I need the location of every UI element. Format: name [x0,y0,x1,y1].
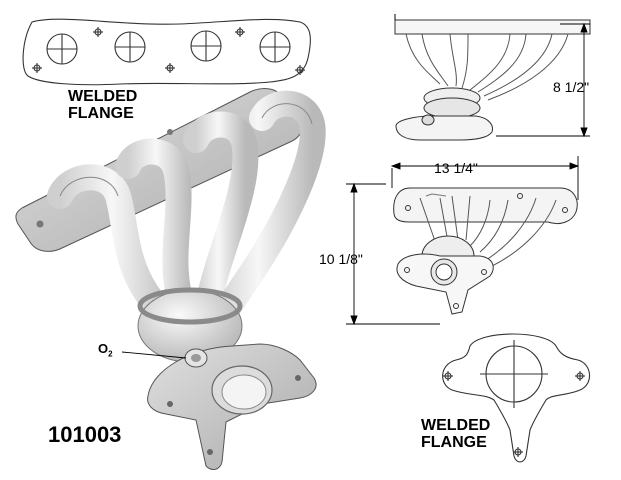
bottom-flange-label: WELDED FLANGE [421,417,491,452]
depth-dimension [346,182,440,326]
side-view-tubes [405,33,569,101]
main-manifold-render [15,88,326,470]
o2-sensor-label-sub: 2 [108,349,113,359]
o2-sensor-label-main: O [98,341,109,356]
top-flange-label-line2: FLANGE [68,104,134,122]
top-flange-drawing [22,18,311,86]
top-view-tube-3 [469,199,509,253]
width-dimension-label: 13 1/4" [434,160,478,176]
part-number: 101003 [48,422,122,447]
depth-dimension-label: 10 1/8" [319,251,363,267]
side-view-outlet-flange [395,115,493,141]
height-dimension-label: 8 1/2" [553,79,590,95]
top-flange-outline [22,18,311,86]
top-flange-ports [46,30,291,65]
collector-ring [137,287,243,325]
o2-leader-line [121,351,187,359]
bottom-flange-label-line1: WELDED [421,417,491,434]
width-dimension [390,156,580,200]
top-flange-bolt-holes [32,27,305,75]
bottom-flange-drawing [442,333,591,463]
bottom-flange-label-line2: FLANGE [421,433,487,451]
side-view-flange [394,19,591,35]
side-view-drawing [394,14,591,141]
height-dimension [496,22,590,138]
top-view-drawing [393,187,578,315]
top-view-tube-4 [485,197,557,267]
top-view-tube-1 [419,197,449,245]
o2-sensor-label: O2 [98,342,113,359]
bottom-flange-outline [442,333,591,463]
top-flange-label: WELDED FLANGE [68,88,138,123]
top-flange-label-line1: WELDED [68,88,138,105]
top-view-head-flange [393,187,578,225]
top-view-tube-2 [451,195,471,241]
